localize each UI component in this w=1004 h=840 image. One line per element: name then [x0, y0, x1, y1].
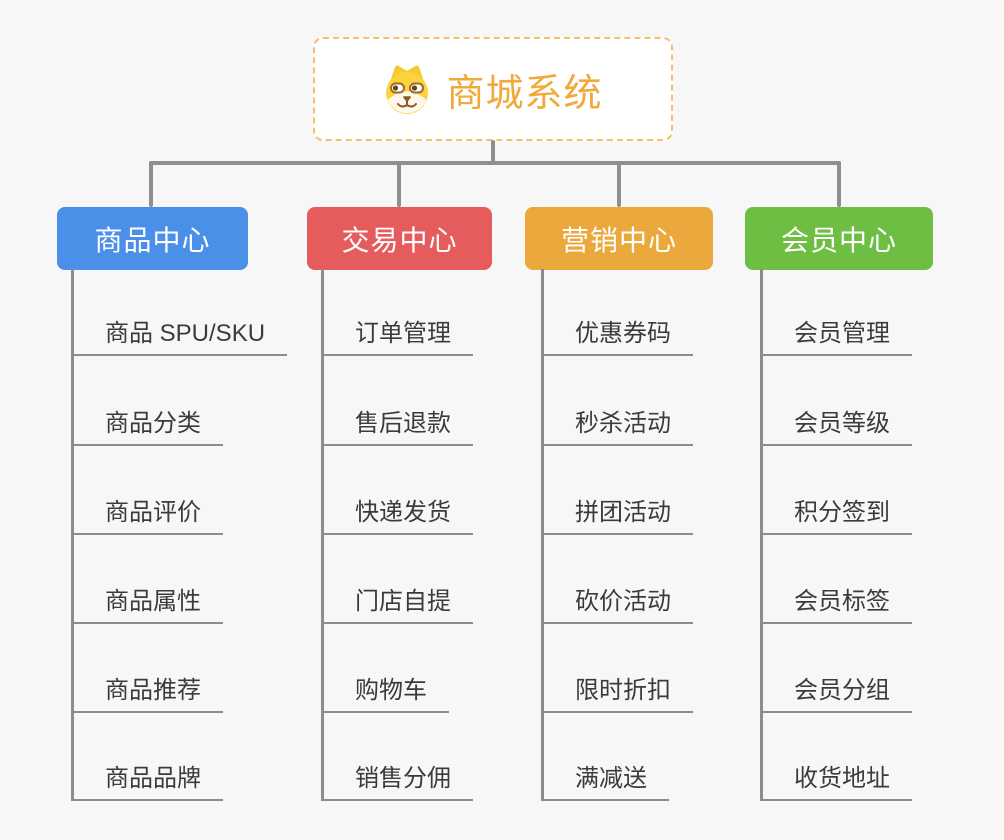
branch-node-product-center[interactable]: 商品中心: [57, 207, 248, 270]
leaf-item-member-management[interactable]: 会员管理: [760, 318, 912, 356]
branch-node-member-center[interactable]: 会员中心: [745, 207, 933, 270]
leaf-item-limited-time-discount[interactable]: 限时折扣: [541, 675, 693, 713]
leaf-item-sales-commission[interactable]: 销售分佣: [321, 763, 473, 801]
connector-drop-product-center: [149, 161, 153, 207]
leaf-item-bargain-activity[interactable]: 砍价活动: [541, 586, 693, 624]
leaf-item-store-pickup[interactable]: 门店自提: [321, 586, 473, 624]
leaf-item-product-attribute[interactable]: 商品属性: [71, 586, 223, 624]
leaf-item-points-checkin[interactable]: 积分签到: [760, 497, 912, 535]
leaf-item-full-reduction[interactable]: 满减送: [541, 763, 669, 801]
leaf-item-aftersale-refund[interactable]: 售后退款: [321, 408, 473, 446]
leaf-item-coupon-code[interactable]: 优惠券码: [541, 318, 693, 356]
leaf-item-shipping-address[interactable]: 收货地址: [760, 763, 912, 801]
leaf-item-order-management[interactable]: 订单管理: [321, 318, 473, 356]
branch-node-marketing-center[interactable]: 营销中心: [525, 207, 713, 270]
leaf-item-flash-sale[interactable]: 秒杀活动: [541, 408, 693, 446]
root-title: 商城系统: [446, 72, 603, 115]
leaf-item-product-brand[interactable]: 商品品牌: [71, 763, 223, 801]
root-node[interactable]: 商城系统: [313, 37, 673, 141]
connector-drop-trade-center: [397, 161, 401, 207]
leaf-item-product-recommend[interactable]: 商品推荐: [71, 675, 223, 713]
leaf-item-member-group[interactable]: 会员分组: [760, 675, 912, 713]
connector-branch-bar: [149, 161, 841, 165]
leaf-item-group-buy[interactable]: 拼团活动: [541, 497, 693, 535]
branch-node-trade-center[interactable]: 交易中心: [307, 207, 492, 270]
leaf-item-shopping-cart[interactable]: 购物车: [321, 675, 449, 713]
leaf-item-product-review[interactable]: 商品评价: [71, 497, 223, 535]
connector-root-drop: [491, 140, 495, 165]
shiba-dog-icon: [386, 65, 429, 114]
leaf-item-product-spu-sku[interactable]: 商品 SPU/SKU: [71, 318, 288, 356]
leaf-item-product-category[interactable]: 商品分类: [71, 408, 223, 446]
connector-drop-member-center: [837, 161, 841, 207]
leaf-item-member-tag[interactable]: 会员标签: [760, 586, 912, 624]
leaf-item-member-level[interactable]: 会员等级: [760, 408, 912, 446]
leaf-item-express-delivery[interactable]: 快递发货: [321, 497, 473, 535]
connector-drop-marketing-center: [617, 161, 621, 207]
